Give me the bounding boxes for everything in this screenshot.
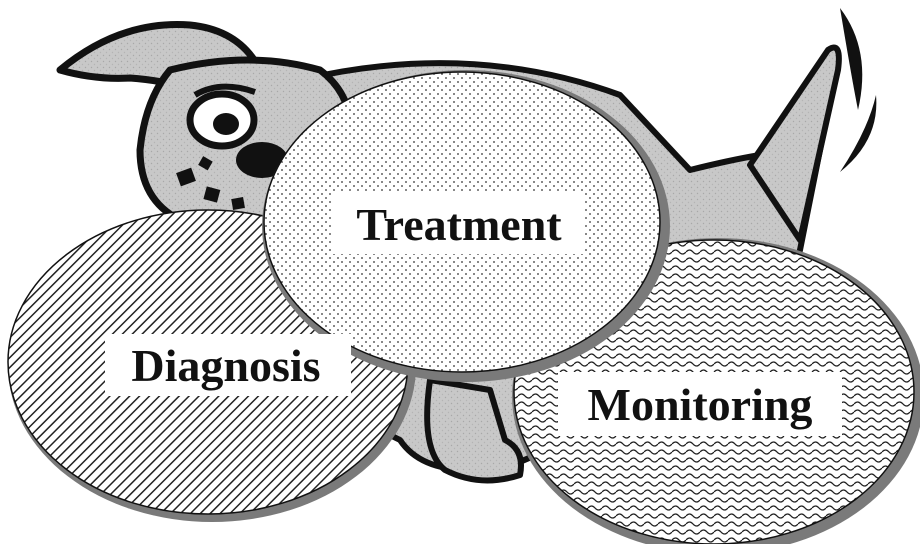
diagnosis-label: Diagnosis <box>131 340 320 391</box>
tail-motion-line-icon <box>840 8 862 110</box>
monitoring-label: Monitoring <box>588 379 813 430</box>
treatment-label: Treatment <box>356 199 562 250</box>
